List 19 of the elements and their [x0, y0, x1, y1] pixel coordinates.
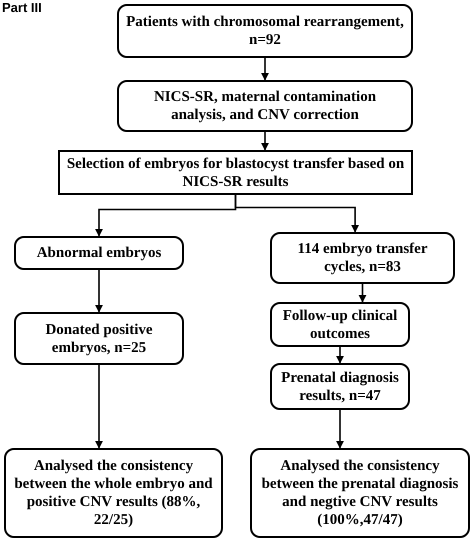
process-box: Patients with chromosomal rearrangement, n=92: [117, 4, 413, 58]
process-box: Selection of embryos for blastocyst transfer based on NICS-SR results: [58, 150, 413, 195]
arrow: [261, 132, 269, 151]
process-box: Abnormal embryos: [14, 236, 184, 270]
process-box: Follow-up clinical outcomes: [270, 302, 410, 347]
arrow: [95, 270, 103, 313]
arrow: [261, 58, 269, 81]
arrow: [336, 410, 344, 449]
arrow: [358, 284, 366, 303]
process-box: 114 embryo transfer cycles, n=83: [270, 232, 455, 284]
process-box: NICS-SR, maternal contamination analysis, and CNV correction: [117, 80, 413, 132]
arrow: [95, 365, 103, 449]
arrow: [336, 347, 344, 364]
panel-label: Part III: [2, 0, 42, 15]
process-box: Analysed the consistency between the whole embryo and positive CNV results (88%, 22/25): [4, 448, 223, 538]
process-box: Donated positive embryos, n=25: [14, 312, 184, 365]
arrow: [234, 195, 360, 233]
process-box: Prenatal diagnosis results, n=47: [270, 363, 410, 410]
process-box: Analysed the consistency between the prenatal diagnosis and negtive CNV results (100%,47/47): [250, 448, 470, 538]
